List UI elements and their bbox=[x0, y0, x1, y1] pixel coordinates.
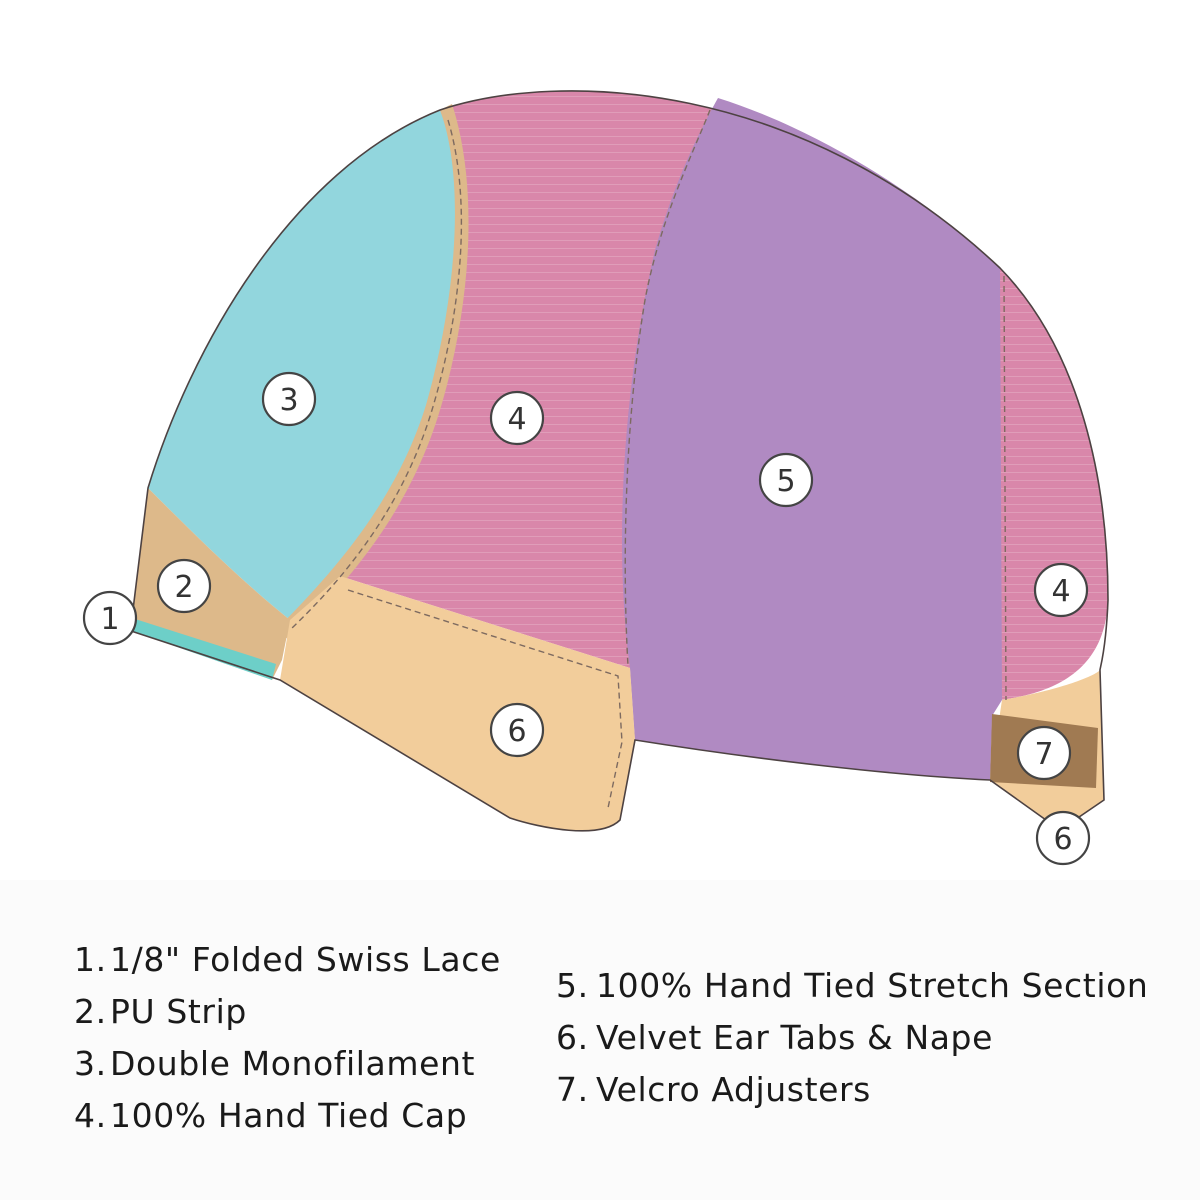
callout-4-back: 4 bbox=[1033, 562, 1089, 618]
callout-label: 7 bbox=[1034, 737, 1053, 772]
legend-text: 100% Hand Tied Stretch Section bbox=[596, 966, 1149, 1005]
legend-left-column: 1. 1/8" Folded Swiss Lace 2. PU Strip 3.… bbox=[74, 940, 501, 1148]
legend-number: 7. bbox=[556, 1070, 589, 1109]
callout-label: 1 bbox=[100, 602, 119, 637]
callout-6-nape: 6 bbox=[1035, 810, 1091, 866]
legend-item-monofilament: 3. Double Monofilament bbox=[74, 1044, 501, 1096]
legend-text: Velcro Adjusters bbox=[596, 1070, 871, 1109]
legend-item-folded-lace: 1. 1/8" Folded Swiss Lace bbox=[74, 940, 501, 992]
legend-item-hand-tied-cap: 4. 100% Hand Tied Cap bbox=[74, 1096, 501, 1148]
cap-outline bbox=[126, 90, 1109, 832]
callout-6-ear-tab: 6 bbox=[489, 702, 545, 758]
callout-7: 7 bbox=[1016, 725, 1072, 781]
legend-item-velcro: 7. Velcro Adjusters bbox=[556, 1070, 1148, 1122]
callout-4-front: 4 bbox=[489, 390, 545, 446]
legend-text: PU Strip bbox=[110, 992, 247, 1031]
seam-line bbox=[1003, 275, 1007, 701]
callout-label: 5 bbox=[776, 464, 795, 499]
callout-label: 2 bbox=[174, 570, 193, 605]
legend-item-velvet: 6. Velvet Ear Tabs & Nape bbox=[556, 1018, 1148, 1070]
folded-lace-region bbox=[128, 618, 276, 680]
legend-panel: 1. 1/8" Folded Swiss Lace 2. PU Strip 3.… bbox=[0, 880, 1200, 1200]
callout-3: 3 bbox=[261, 371, 317, 427]
callout-5: 5 bbox=[758, 452, 814, 508]
legend-text: 100% Hand Tied Cap bbox=[110, 1096, 468, 1135]
callout-label: 4 bbox=[507, 402, 526, 437]
seam-line bbox=[347, 589, 623, 809]
legend-item-stretch-section: 5. 100% Hand Tied Stretch Section bbox=[556, 966, 1148, 1018]
legend-number: 1. bbox=[74, 940, 107, 979]
callout-label: 6 bbox=[507, 714, 526, 749]
monofilament-region bbox=[148, 110, 458, 620]
legend-number: 2. bbox=[74, 992, 107, 1031]
callout-2: 2 bbox=[156, 558, 212, 614]
legend-number: 5. bbox=[556, 966, 589, 1005]
legend-text: 1/8" Folded Swiss Lace bbox=[110, 940, 501, 979]
seam-line bbox=[624, 109, 711, 667]
legend-number: 6. bbox=[556, 1018, 589, 1057]
velvet-ear-tab-region bbox=[280, 576, 635, 831]
legend-number: 4. bbox=[74, 1096, 107, 1135]
stretch-section-region bbox=[622, 98, 1002, 780]
legend-number: 3. bbox=[74, 1044, 107, 1083]
legend-text: Double Monofilament bbox=[110, 1044, 476, 1083]
legend-text: Velvet Ear Tabs & Nape bbox=[596, 1018, 994, 1057]
cap-illustration: 1 2 3 4 5 4 6 7 bbox=[82, 90, 1109, 866]
seam-line bbox=[291, 119, 463, 629]
callout-label: 4 bbox=[1051, 574, 1070, 609]
callout-1: 1 bbox=[82, 590, 138, 646]
legend-item-pu-strip: 2. PU Strip bbox=[74, 992, 501, 1044]
callout-label: 6 bbox=[1053, 822, 1072, 857]
callout-label: 3 bbox=[279, 383, 298, 418]
legend-right-column: 5. 100% Hand Tied Stretch Section 6. Vel… bbox=[556, 966, 1148, 1122]
